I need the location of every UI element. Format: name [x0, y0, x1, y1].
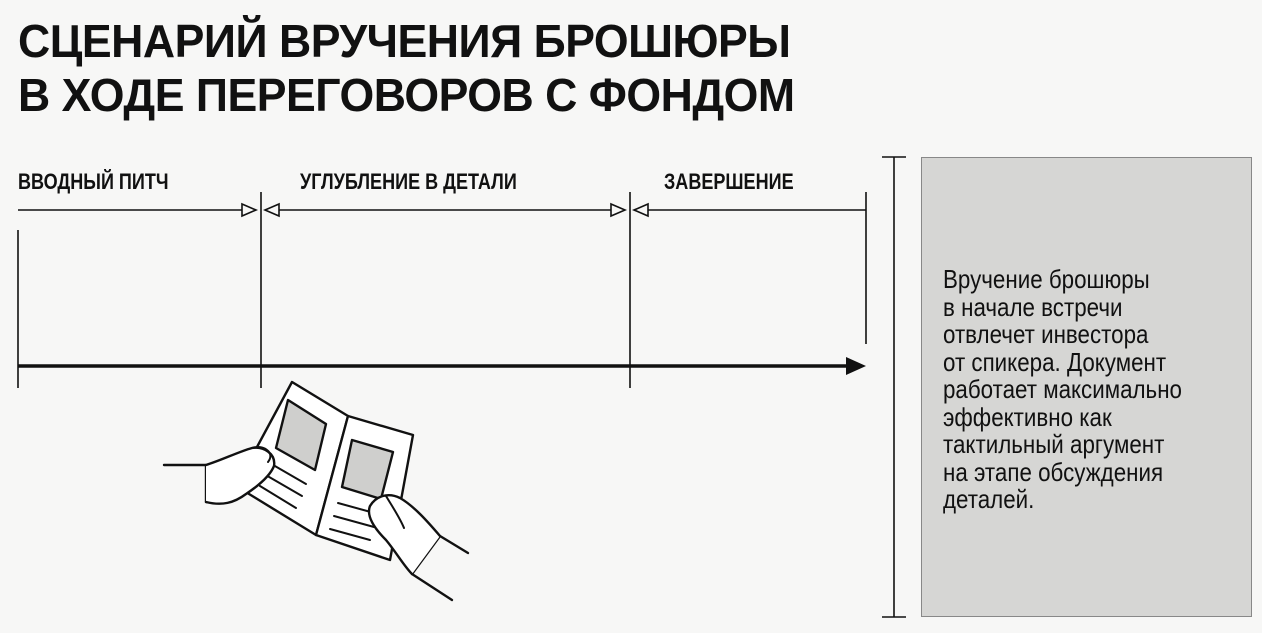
timeline-arrow: [18, 357, 866, 375]
stage-label-closing: ЗАВЕРШЕНИЕ: [664, 169, 794, 194]
stage-dividers: [17, 192, 867, 388]
page-title: СЦЕНАРИЙ ВРУЧЕНИЯ БРОШЮРЫ В ХОДЕ ПЕРЕГОВ…: [18, 14, 795, 122]
title-line-2: В ХОДЕ ПЕРЕГОВОРОВ С ФОНДОМ: [18, 69, 795, 121]
title-line-1: СЦЕНАРИЙ ВРУЧЕНИЯ БРОШЮРЫ: [18, 15, 791, 67]
stage-label-deep-dive: УГЛУБЛЕНИЕ В ДЕТАЛИ: [300, 169, 517, 194]
stage-span-lines: [18, 202, 866, 218]
note-box: [921, 157, 1252, 617]
stage-label-intro-pitch: ВВОДНЫЙ ПИТЧ: [18, 169, 169, 194]
note-height-marker: [882, 156, 906, 618]
hands-holding-brochure-icon: [162, 380, 470, 602]
note-text: Вручение брошюры в начале встречи отвлеч…: [943, 264, 1182, 514]
